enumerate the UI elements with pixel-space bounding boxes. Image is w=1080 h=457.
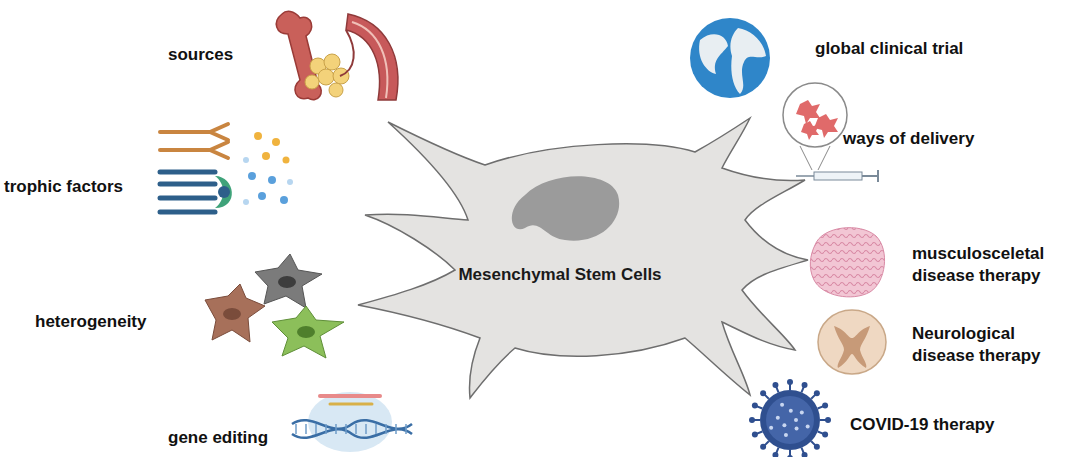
spinal-cord-icon (818, 310, 886, 374)
virus-spike (802, 382, 808, 388)
dna-rung (315, 424, 317, 434)
topic-label: gene editing (168, 427, 268, 449)
cell-body (358, 118, 808, 398)
virus-spike (752, 432, 758, 438)
muscle-icon (810, 228, 884, 297)
dna-rung (355, 424, 357, 434)
virus-spike (814, 390, 820, 396)
dna-rung (305, 424, 307, 434)
cell-nucleus (512, 176, 619, 240)
virus-spike (772, 452, 778, 457)
dna-rung (335, 424, 337, 434)
virus-dot (789, 409, 793, 413)
virus-dot (776, 416, 780, 420)
virus-spike (814, 444, 820, 450)
topic-label: Neurological disease therapy (912, 323, 1072, 367)
topic-label: sources (168, 44, 233, 66)
dna-rung (405, 424, 407, 434)
globe-icon (690, 18, 770, 98)
dna-rung (345, 424, 347, 434)
heterogeneity-icon (205, 254, 344, 358)
virus-dot (800, 410, 804, 414)
virus-dot (806, 424, 810, 428)
virus-spike (802, 452, 808, 457)
dna-rung (295, 424, 297, 434)
virus-spike (760, 390, 766, 396)
topic-label: heterogeneity (35, 311, 146, 333)
dna-rung (385, 424, 387, 434)
dna-rung (375, 424, 377, 434)
virus-dot (784, 433, 788, 437)
virus-dot (795, 427, 799, 431)
virus-spike (822, 402, 828, 408)
virus-spike (787, 455, 793, 457)
virus-spike (825, 417, 831, 423)
cell-title: Mesenchymal Stem Cells (458, 265, 661, 285)
virus-icon (749, 379, 831, 457)
topic-label: ways of delivery (843, 128, 974, 150)
sources-icon (276, 11, 398, 100)
topic-label: musculosceletal disease therapy (912, 243, 1072, 287)
dna-rung (365, 424, 367, 434)
dna-rung (395, 424, 397, 434)
virus-spike (787, 379, 793, 385)
virus-spike (760, 444, 766, 450)
topic-label: COVID-19 therapy (850, 414, 995, 436)
virus-dot (769, 426, 773, 430)
gene-editing-icon (292, 392, 412, 452)
virus-dot (782, 423, 786, 427)
trophic-factors-icon (160, 124, 293, 212)
virus-spike (772, 382, 778, 388)
virus-spike (749, 417, 755, 423)
topic-label: trophic factors (4, 176, 123, 198)
virus-spike (752, 402, 758, 408)
topic-label: global clinical trial (815, 38, 963, 60)
cell-shape: Mesenchymal Stem Cells (350, 100, 810, 400)
virus-dot (780, 403, 784, 407)
virus-spike (822, 432, 828, 438)
cell-outline (350, 100, 810, 400)
dna-rung (325, 424, 327, 434)
virus-dot (794, 418, 798, 422)
